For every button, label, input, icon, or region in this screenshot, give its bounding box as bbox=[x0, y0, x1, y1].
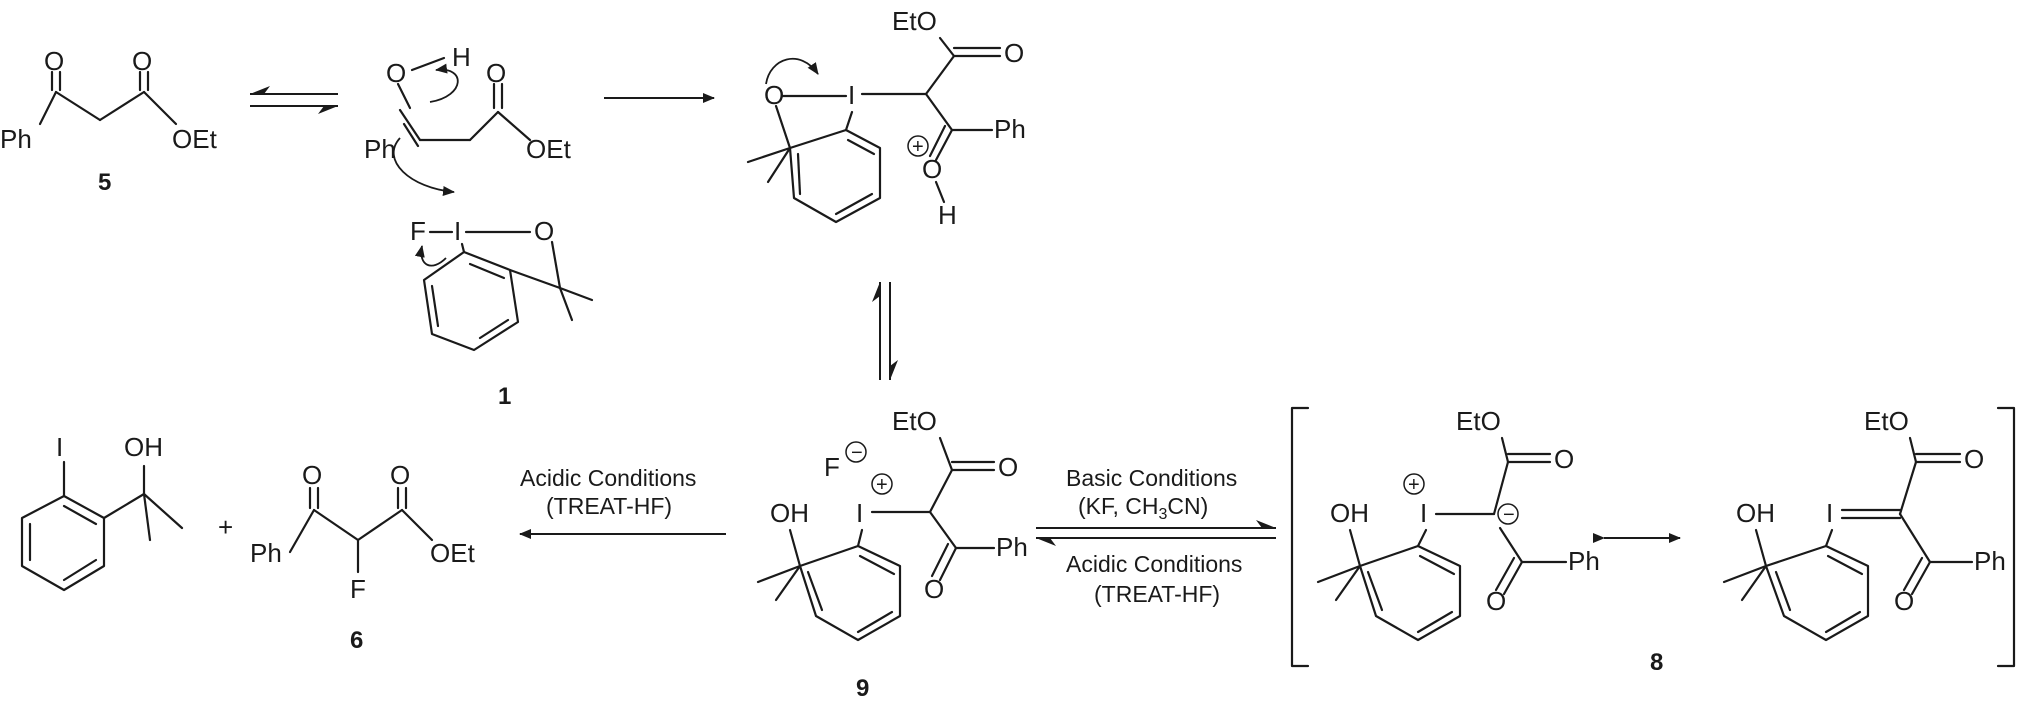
compound-number-9: 9 bbox=[856, 675, 869, 702]
compound-number-6: 6 bbox=[350, 627, 363, 654]
atom-label: I bbox=[1420, 498, 1427, 528]
atom-label: O bbox=[1486, 586, 1506, 616]
basic-acidic-equilibrium-arrow: Basic Conditions (KF, CH3CN) Acidic Cond… bbox=[1036, 465, 1276, 607]
enol-structure: O H O Ph OEt bbox=[364, 42, 572, 196]
condition-label: Acidic Conditions bbox=[520, 465, 696, 491]
condition-label: (TREAT-HF) bbox=[546, 493, 672, 519]
atom-label: Ph bbox=[1568, 546, 1600, 576]
atom-label: OEt bbox=[526, 134, 572, 164]
atom-label: O bbox=[922, 154, 942, 184]
atom-label: I bbox=[848, 80, 855, 110]
atom-label: F bbox=[350, 574, 366, 604]
atom-label: O bbox=[764, 80, 784, 110]
atom-label: EtO bbox=[1456, 406, 1501, 436]
atom-label: I bbox=[1826, 498, 1833, 528]
atom-label: O bbox=[1964, 444, 1984, 474]
negative-charge-icon bbox=[845, 441, 867, 463]
atom-label: Ph bbox=[994, 114, 1026, 144]
condition-label: Basic Conditions bbox=[1066, 465, 1237, 491]
compound-5-structure: O O Ph OEt 5 bbox=[0, 46, 218, 196]
condition-label: (TREAT-HF) bbox=[1094, 581, 1220, 607]
atom-label: O bbox=[998, 452, 1018, 482]
compound-number-5: 5 bbox=[98, 169, 111, 196]
positive-charge-icon bbox=[871, 473, 893, 495]
acidic-conditions-arrow: Acidic Conditions (TREAT-HF) bbox=[519, 465, 726, 539]
atom-label: OH bbox=[1330, 498, 1369, 528]
positive-charge-icon bbox=[1403, 473, 1425, 495]
condition-subscript: 3 bbox=[1159, 506, 1168, 523]
charge-symbol: + bbox=[876, 474, 888, 496]
atom-label: I bbox=[56, 432, 63, 462]
atom-label: O bbox=[302, 460, 322, 490]
atom-label: I bbox=[454, 216, 461, 246]
atom-label: EtO bbox=[1864, 406, 1909, 436]
condition-label: Acidic Conditions bbox=[1066, 551, 1242, 577]
atom-label: OEt bbox=[172, 124, 218, 154]
charge-symbol: + bbox=[1408, 474, 1420, 496]
atom-label: OH bbox=[1736, 498, 1775, 528]
equilibrium-arrow-vertical bbox=[872, 282, 898, 380]
condition-text: CN) bbox=[1167, 493, 1208, 519]
atom-label: F bbox=[824, 452, 840, 482]
atom-label: OH bbox=[770, 498, 809, 528]
atom-label: O bbox=[1004, 38, 1024, 68]
negative-charge-icon bbox=[1497, 503, 1519, 525]
atom-label: O bbox=[486, 58, 506, 88]
iodonium-intermediate-structure: EtO O I Ph O H + O bbox=[746, 6, 1026, 230]
compound-9-structure: F − + EtO O I Ph O OH 9 bbox=[756, 406, 1028, 702]
atom-label: I bbox=[856, 498, 863, 528]
atom-label: Ph bbox=[364, 134, 396, 164]
compound-8-resonance-form-b: EtO O I Ph O OH 8 bbox=[1650, 406, 2006, 676]
right-bracket bbox=[1996, 406, 2016, 668]
atom-label: O bbox=[386, 58, 406, 88]
left-bracket bbox=[1290, 406, 1310, 668]
atom-label: EtO bbox=[892, 6, 937, 36]
atom-label: EtO bbox=[892, 406, 937, 436]
charge-symbol: − bbox=[851, 442, 863, 464]
atom-label: H bbox=[938, 200, 957, 230]
charge-symbol: + bbox=[912, 136, 924, 158]
atom-label: OEt bbox=[430, 538, 476, 568]
positive-charge-icon bbox=[907, 135, 929, 157]
atom-label: O bbox=[44, 46, 64, 76]
compound-number-1: 1 bbox=[498, 383, 511, 410]
iodo-alcohol-product-structure: I OH bbox=[20, 432, 184, 592]
charge-symbol: − bbox=[1503, 504, 1515, 526]
compound-6-structure: O O Ph OEt F 6 bbox=[250, 460, 476, 654]
compound-8-resonance-form-a: + EtO O I − Ph O OH bbox=[1316, 406, 1600, 642]
plus-sign: + bbox=[218, 512, 233, 542]
atom-label: Ph bbox=[250, 538, 282, 568]
atom-label: F bbox=[410, 216, 426, 246]
atom-label: O bbox=[132, 46, 152, 76]
condition-text: (KF, CH bbox=[1078, 493, 1159, 519]
atom-label: Ph bbox=[0, 124, 32, 154]
compound-1-structure: F I O 1 bbox=[410, 216, 594, 410]
atom-label: OH bbox=[124, 432, 163, 462]
condition-label: (KF, CH3CN) bbox=[1078, 493, 1208, 523]
atom-label: O bbox=[924, 574, 944, 604]
atom-label: Ph bbox=[1974, 546, 2006, 576]
atom-label: O bbox=[1894, 586, 1914, 616]
equilibrium-arrow-keto-enol bbox=[250, 86, 338, 114]
atom-label: Ph bbox=[996, 532, 1028, 562]
atom-label: O bbox=[390, 460, 410, 490]
compound-number-8: 8 bbox=[1650, 649, 1663, 676]
atom-label: O bbox=[534, 216, 554, 246]
atom-label: H bbox=[452, 42, 471, 72]
atom-label: O bbox=[1554, 444, 1574, 474]
